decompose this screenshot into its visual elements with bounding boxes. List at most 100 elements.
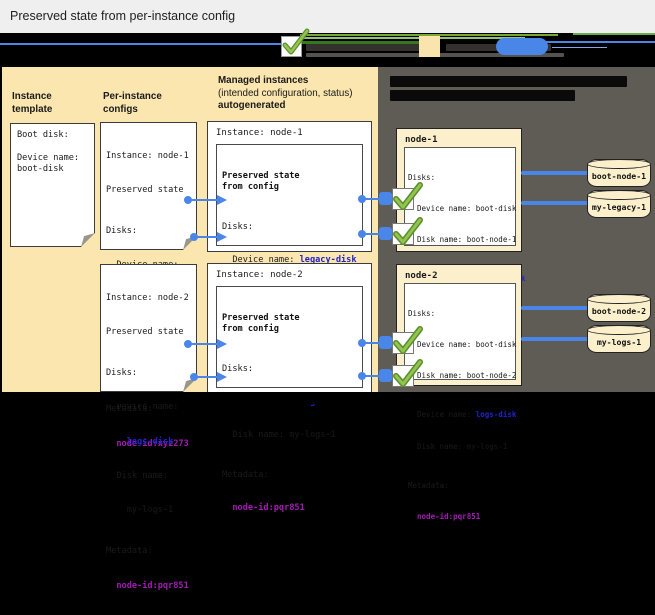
config-disk-value: my-logs-1 [106,505,174,516]
disk-line-boot-node-2 [521,306,588,310]
vm-metadata-value: node-id:pqr851 [408,512,481,522]
disk-line-my-logs-1 [521,337,588,341]
managed-device-value: legacy-disk [299,255,357,265]
legend-blue-pill [496,38,548,55]
config-disks-header: Disks: [106,226,138,237]
managed-device-label: Device name: [222,255,300,265]
managed-metadata-value: node-id:pqr851 [222,503,305,513]
sync-dot [358,195,366,203]
vm-boot-device-line: Device name: boot-disk [408,340,517,350]
connector-config1-device [185,199,219,201]
per-instance-config-panel: Instance template Per-instance configs M… [2,67,378,591]
connector-dot [184,196,192,204]
connector-dot [190,373,198,381]
disk-label: boot-node-2 [591,306,647,316]
vm-disks-header: Disks: [408,172,436,182]
managed-node-2-content: Preserved state from config Disks: Devic… [217,287,362,536]
connector-arrowhead [217,339,227,349]
vm-device-line: Device name: logs-disk [408,410,516,420]
sync-square [379,336,392,349]
vm-device-label: Device name: [408,410,476,420]
disk-cylinder-boot-node-2: boot-node-2 [587,294,651,322]
sync-square [379,192,392,205]
legend-blue-line-left [0,43,283,45]
sync-square [379,227,392,240]
connector-arrowhead [217,195,227,205]
disk-label: my-logs-1 [596,337,642,347]
cylinder-top-ellipse [587,294,651,304]
managed-preserved-state-box: Preserved state from config Disks: Devic… [216,144,363,371]
config-state-line: Preserved state [106,327,184,338]
managed-instance-title: Instance: node-2 [216,270,303,280]
legend-green-line-2 [300,37,525,39]
config-device-label: Device name: [106,402,179,413]
managed-instance-box-node-2: Instance: node-2 Preserved state from co… [207,263,372,513]
vm-node-2-content: Disks: Device name: boot-disk Disk name:… [405,284,517,543]
instance-template-box: Boot disk: Device name: boot-disk [10,123,95,247]
vm-disks-header: Disks: [408,308,436,318]
config-device-value: logs-disk [106,436,174,447]
column-header-instance-template: Instance template [12,91,53,115]
column-header-per-instance-configs: Per-instance configs [103,91,162,115]
disk-line-boot-node-1 [521,171,588,175]
connector-arrowhead [217,372,227,382]
sync-dot [358,230,366,238]
disk-cylinder-boot-node-1: boot-node-1 [587,159,651,187]
legend-band [0,28,655,67]
vm-boot-disk-line: Disk name: boot-node-1 [408,235,517,245]
managed-preserved-lines: Preserved state from config [222,313,300,334]
column-header-managed-instances: Managed instances (intended configuratio… [218,75,378,113]
checkmark-icon [393,326,423,354]
cylinder-top-ellipse [587,325,651,335]
vm-panel-header-redacted-line-1 [390,76,627,87]
config-disk-label: Disk name: [106,470,169,481]
managed-instances-header-autogenerated: autogenerated [218,100,286,111]
vm-disk-line: Disk name: my-logs-1 [408,442,515,452]
connector-config2-metadata [191,376,219,378]
connector-dot [184,340,192,348]
managed-disk-value: my-logs-1 [289,430,336,440]
sync-dot [358,339,366,347]
managed-instances-header-sub: (intended configuration, status) [218,87,353,99]
legend-green-line-right [573,33,655,35]
config-metadata-value: node-id:pqr851 [106,580,189,591]
config-metadata-label: Metadata: [106,546,153,557]
managed-device-line: Device name: legacy-disk [222,255,362,266]
vm-node-title: node-2 [405,271,438,281]
vm-disk-label: Disk name: [408,441,467,451]
legend-green-line-1 [300,34,558,36]
connector-arrowhead [217,232,227,242]
config-instance-line: Instance: node-1 [106,150,189,161]
per-instance-config-box-node-1: Instance: node-1 Preserved state Disks: … [100,122,197,449]
vm-panel-header-redacted-line-2 [390,90,575,101]
vm-disk-value: my-logs-1 [466,441,508,451]
connector-config2-disk [185,343,219,345]
managed-disks-header: Disks: [222,222,254,232]
managed-instance-box-node-1: Instance: node-1 Preserved state from co… [207,121,372,371]
legend-checkmark-icon [282,28,310,55]
cylinder-top-ellipse [587,159,651,169]
managed-disk-line: Disk name: my-logs-1 [222,430,362,441]
disk-cylinder-my-logs-1: my-logs-1 [587,325,651,353]
page-title: Preserved state from per-instance config [10,9,236,23]
managed-preserved-state-box: Preserved state from config Disks: Devic… [216,286,363,513]
sync-square [379,369,392,382]
legend-green-line-3 [300,41,430,44]
connector-config1-metadata [191,236,219,238]
disk-cylinder-my-legacy-1: my-legacy-1 [587,190,651,218]
sync-dot [358,372,366,380]
managed-preserved-lines: Preserved state from config [222,171,300,192]
checkmark-icon [393,182,423,210]
checkmark-icon [393,217,423,245]
vm-boot-disk-line: Disk name: boot-node-2 [408,371,517,381]
managed-disk-label: Disk name: [222,430,290,440]
connector-dot [190,233,198,241]
config-state-line: Preserved state [106,185,184,196]
legend-blue-line-right [546,41,655,43]
per-instance-config-box-node-2: Instance: node-2 Preserved state Disks: … [100,264,197,591]
legend-beige-swatch [419,36,440,57]
managed-instances-header-bold: Managed instances [218,75,309,86]
vm-metadata-label: Metadata: [408,480,449,490]
cylinder-top-ellipse [587,190,651,200]
vm-instances-panel: node-1 Disks: Device name: boot-disk Dis… [378,67,655,521]
